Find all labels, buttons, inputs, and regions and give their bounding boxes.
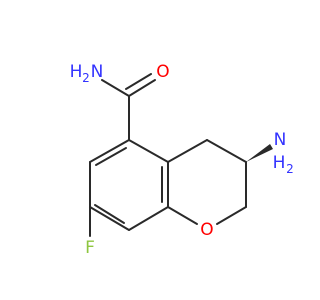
- amide-nitrogen-h-subscript: 2: [82, 71, 90, 85]
- bond-c6-c4: [167, 139, 208, 163]
- bonds: [89, 73, 273, 237]
- bond-c4-c3: [206, 139, 247, 163]
- bond-o-c7: [167, 206, 198, 225]
- ring-oxygen-label: O: [200, 220, 213, 240]
- fluorine-label: F: [85, 238, 95, 258]
- amine-hydrogen-label: H: [273, 153, 286, 173]
- amine-hydrogen-subscript: 2: [286, 162, 294, 176]
- bond-c8-c9: [89, 206, 130, 231]
- bond-wedge-amine: [246, 144, 273, 162]
- molecule-structure: H 2 N O N H 2 O F: [70, 62, 294, 258]
- amide-nitrogen-h-label: H: [70, 62, 83, 82]
- bond-c7-c8: [128, 206, 169, 231]
- amine-nitrogen-label: N: [274, 130, 287, 150]
- carbonyl-oxygen-label: O: [156, 62, 169, 82]
- bond-carbonyl-n: [101, 79, 130, 97]
- bond-c2-o: [216, 206, 247, 225]
- bond-aromatic-inner-2: [94, 204, 125, 224]
- bond-carbonyl-o-2: [125, 73, 152, 90]
- bond-carbonyl-o-1: [128, 79, 156, 97]
- bond-c10-c5: [89, 139, 130, 163]
- bond-aromatic-inner-3: [95, 147, 127, 166]
- atom-labels: H 2 N O N H 2 O F: [70, 62, 294, 258]
- amide-nitrogen-label: N: [91, 62, 104, 82]
- molecule-diagram: H 2 N O N H 2 O F: [70, 62, 294, 258]
- bond-c5-c6: [128, 139, 169, 163]
